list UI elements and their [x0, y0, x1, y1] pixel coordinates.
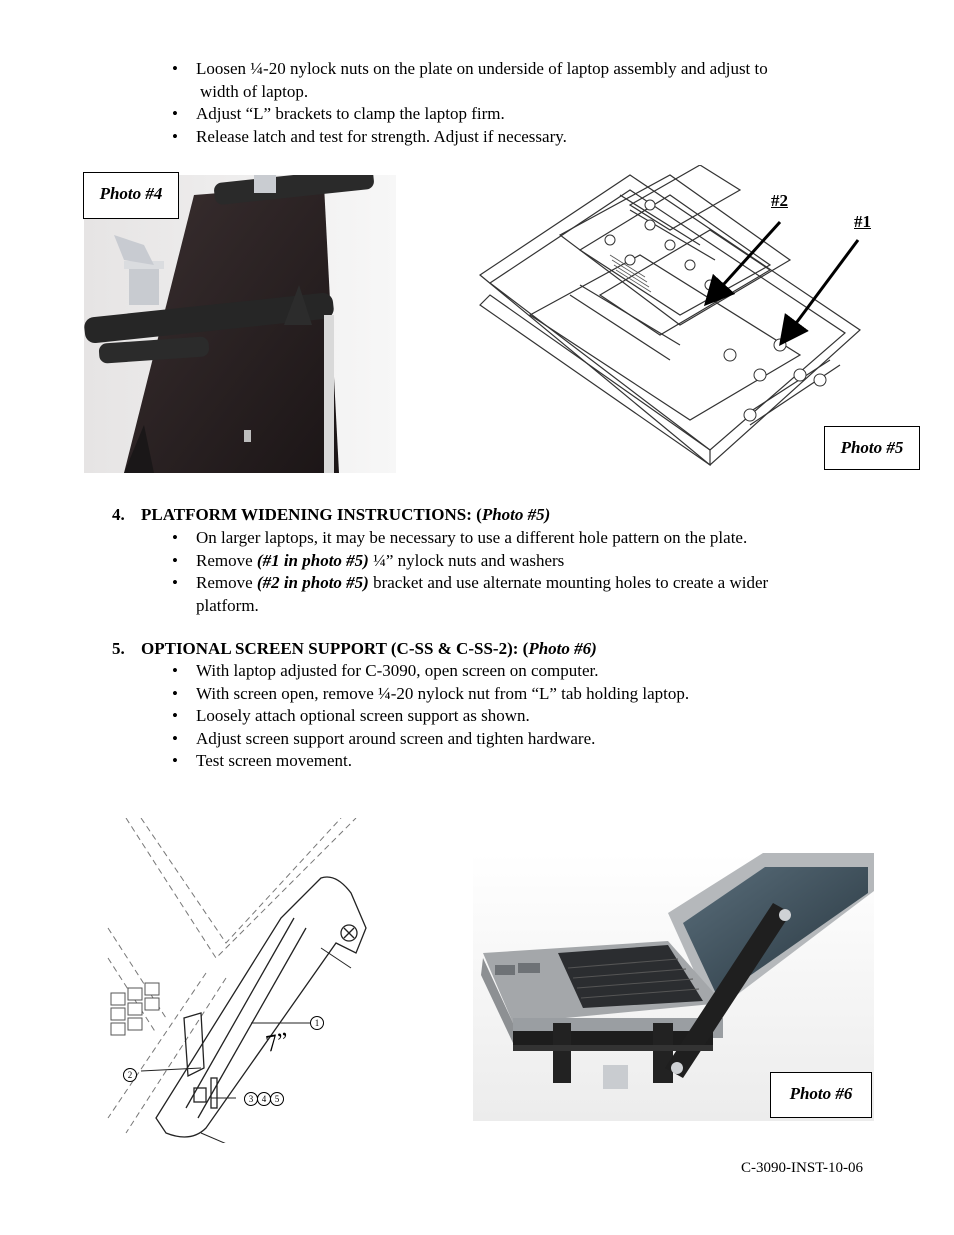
list-item: With screen open, remove ¼-20 nylock nut… [172, 683, 832, 706]
photo-6-label: Photo #6 [770, 1072, 872, 1118]
bullet-text: Loosely attach optional screen support a… [196, 706, 530, 725]
bullet-text: Adjust “L” brackets to clamp the laptop … [196, 104, 505, 123]
section-title: OPTIONAL SCREEN SUPPORT (C-SS & C-SS-2):… [141, 639, 529, 658]
bullet-emphasis: (#1 in photo #5) [256, 550, 369, 570]
section-number: 4. [112, 505, 125, 524]
section-4-bullet-list: On larger laptops, it may be necessary t… [172, 527, 832, 617]
photo-4-label: Photo #4 [83, 172, 179, 219]
bullet-text: Adjust screen support around screen and … [196, 728, 596, 748]
section-4-heading: 4. PLATFORM WIDENING INSTRUCTIONS: (Photo… [112, 504, 550, 526]
intro-bullet-list: Loosen ¼-20 nylock nuts on the plate on … [172, 58, 852, 148]
section-title: PLATFORM WIDENING INSTRUCTIONS: ( [141, 505, 482, 524]
section-photo-ref: Photo #6) [528, 639, 597, 658]
list-item: With laptop adjusted for C-3090, open sc… [172, 660, 832, 683]
callout-2-label: #2 [771, 191, 788, 210]
list-item: Loosen ¼-20 nylock nuts on the plate on … [172, 58, 852, 103]
list-item: Remove (#2 in photo #5) bracket and use … [172, 572, 832, 617]
bullet-text: Loosen ¼-20 nylock nuts on the plate on … [196, 59, 768, 78]
section-photo-ref: Photo #5) [481, 505, 551, 524]
photo-5-platform-drawing [478, 165, 861, 467]
list-item: Loosely attach optional screen support a… [172, 705, 832, 728]
bullet-text: width of laptop. [200, 81, 309, 101]
list-item: Remove (#1 in photo #5) ¼” nylock nuts a… [172, 550, 832, 573]
bullet-text: Remove [196, 550, 257, 570]
bullet-text: Remove [196, 573, 257, 592]
callout-arrows [703, 220, 860, 347]
section-number: 5. [112, 639, 125, 658]
bullet-text: With laptop adjusted for C-3090, open sc… [196, 661, 599, 680]
dimension-label: 7” [263, 1028, 291, 1058]
section-5-heading: 5. OPTIONAL SCREEN SUPPORT (C-SS & C-SS-2… [112, 638, 597, 660]
bullet-emphasis: (#2 in photo #5) [256, 573, 369, 592]
screen-support-diagram [107, 818, 367, 1143]
list-item: Release latch and test for strength. Adj… [172, 126, 852, 149]
bullet-text: bracket and use alternate mounting holes… [196, 573, 769, 615]
part-callout-4: 4 [257, 1092, 271, 1106]
list-item: Adjust screen support around screen and … [172, 728, 832, 751]
part-callout-5: 5 [270, 1092, 284, 1106]
document-code-footer: C-3090-INST-10-06 [741, 1160, 863, 1176]
list-item: Test screen movement. [172, 750, 832, 773]
list-item: Adjust “L” brackets to clamp the laptop … [172, 103, 852, 126]
part-callout-3: 3 [244, 1092, 258, 1106]
bullet-text: ¼” nylock nuts and washers [368, 550, 565, 570]
photo-4-bracket-image [84, 175, 396, 473]
callout-1-label: #1 [854, 212, 871, 231]
bullet-text: Release latch and test for strength. Adj… [196, 126, 567, 146]
photo-5-label: Photo #5 [824, 426, 920, 470]
list-item: On larger laptops, it may be necessary t… [172, 527, 832, 550]
section-5-bullet-list: With laptop adjusted for C-3090, open sc… [172, 660, 832, 773]
bullet-text: On larger laptops, it may be necessary t… [196, 528, 748, 547]
bullet-text: With screen open, remove ¼-20 nylock nut… [196, 683, 690, 703]
part-callout-2: 2 [123, 1068, 137, 1082]
part-callout-1: 1 [310, 1016, 324, 1030]
bullet-text: Test screen movement. [196, 751, 353, 770]
